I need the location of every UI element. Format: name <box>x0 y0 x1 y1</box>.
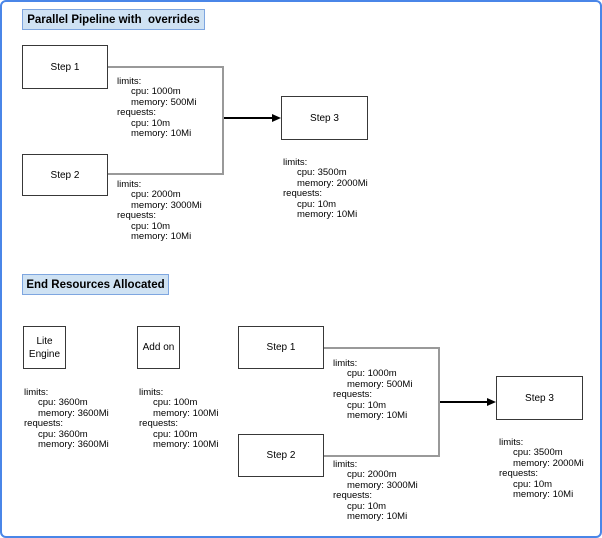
node-label: Step 3 <box>525 392 554 404</box>
connector-bottom-step2-line <box>324 455 440 457</box>
resource-text-add-on: limits: cpu: 100m memory: 100Mi requests… <box>139 387 219 451</box>
resource-text-lite-engine: limits: cpu: 3600m memory: 3600Mi reques… <box>24 387 109 451</box>
connector-top-step2-line <box>108 173 224 175</box>
node-top-step-2: Step 2 <box>22 154 108 196</box>
node-label: Step 2 <box>50 169 80 181</box>
arrowhead-icon <box>272 114 281 122</box>
node-label: Step 1 <box>266 342 296 353</box>
resource-text-top-step1: limits: cpu: 1000m memory: 500Mi request… <box>117 76 197 140</box>
arrow-bottom-to-step3-line <box>440 401 488 403</box>
node-bottom-step-3: Step 3 <box>496 376 583 420</box>
connector-top-step1-line <box>108 66 224 68</box>
resource-text-top-step3: limits: cpu: 3500m memory: 2000Mi reques… <box>283 157 368 221</box>
section-title-parallel-pipeline: Parallel Pipeline with overrides <box>22 9 205 30</box>
node-label: Step 3 <box>310 112 339 124</box>
node-bottom-step-1: Step 1 <box>238 326 324 369</box>
node-label: Engine <box>28 348 61 360</box>
resource-text-bottom-step1: limits: cpu: 1000m memory: 500Mi request… <box>333 358 413 422</box>
node-lite-engine: Lite Engine <box>23 326 66 369</box>
node-bottom-step-2: Step 2 <box>238 434 324 477</box>
resource-text-bottom-step3: limits: cpu: 3500m memory: 2000Mi reques… <box>499 437 584 501</box>
node-label: Add on <box>142 342 175 353</box>
node-top-step-3: Step 3 <box>281 96 368 140</box>
node-add-on: Add on <box>137 326 180 369</box>
connector-top-merge-line <box>222 66 224 175</box>
resource-text-top-step2: limits: cpu: 2000m memory: 3000Mi reques… <box>117 179 202 243</box>
node-label: Step 1 <box>50 61 80 73</box>
node-top-step-1: Step 1 <box>22 45 108 89</box>
resource-text-bottom-step2: limits: cpu: 2000m memory: 3000Mi reques… <box>333 459 418 523</box>
node-label: Step 2 <box>266 450 296 461</box>
connector-bottom-step1-line <box>324 347 440 349</box>
node-label: Lite <box>36 335 53 347</box>
arrow-top-to-step3-line <box>224 117 273 119</box>
connector-bottom-merge-line <box>438 347 440 457</box>
section-title-end-resources: End Resources Allocated <box>22 274 169 295</box>
arrowhead-icon <box>487 398 496 406</box>
